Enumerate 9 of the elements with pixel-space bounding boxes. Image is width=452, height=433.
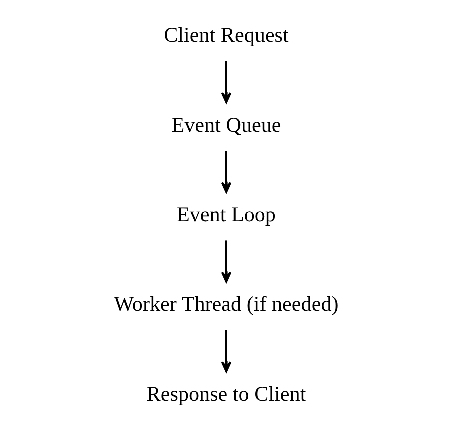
node-text: Client Request bbox=[164, 23, 288, 48]
node-text: Worker Thread (if needed) bbox=[114, 292, 338, 316]
arrow bbox=[220, 240, 232, 283]
arrow bbox=[220, 61, 232, 104]
node-text: Event Loop bbox=[176, 202, 276, 227]
node-text: Response to Client bbox=[146, 382, 306, 406]
arrow bbox=[220, 150, 232, 194]
node-text: Event Queue bbox=[171, 112, 281, 137]
arrow bbox=[220, 330, 232, 373]
